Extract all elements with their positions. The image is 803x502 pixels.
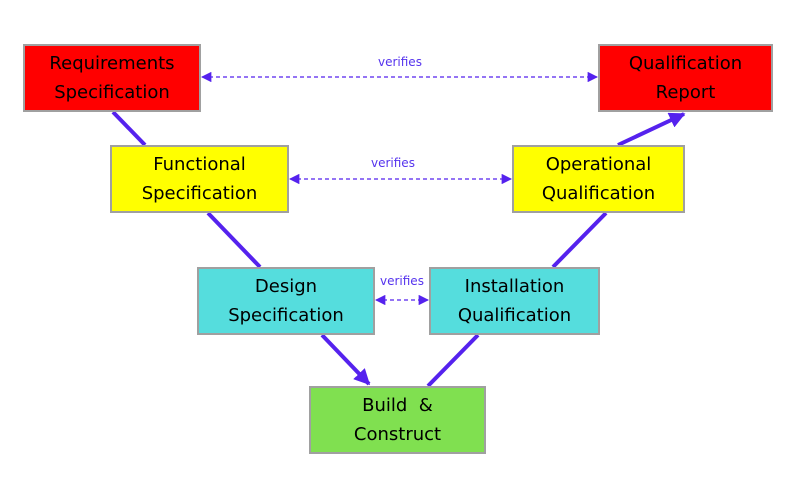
node-label-line: Requirements [49, 53, 175, 74]
node-label-line: Qualification [628, 53, 743, 74]
flow-connector-functional-specification-to-design-specification [206, 211, 262, 269]
node-build-construct: Build & Construct [309, 386, 486, 454]
flow-connector-build-construct-to-installation-qualification [426, 333, 480, 388]
verifies-label: verifies [380, 274, 424, 288]
node-label-line: Report [655, 82, 716, 103]
verifies-label: verifies [371, 156, 415, 170]
node-label-line: Specification [141, 183, 258, 204]
node-label-line: Installation [464, 276, 565, 297]
flow-connector-operational-qualification-to-qualification-report [617, 112, 686, 147]
node-label-line: Specification [54, 82, 170, 103]
flow-connector-requirements-specification-to-functional-specification [111, 110, 147, 147]
node-label-line: Operational [545, 154, 652, 175]
verifies-label: verifies [378, 55, 422, 69]
node-label-line: Construct [353, 424, 442, 445]
node-label-line: Qualification [457, 305, 572, 326]
node-label-line: Qualification [541, 183, 656, 204]
node-label-line: Build & [362, 395, 433, 416]
flow-connector-installation-qualification-to-operational-qualification [551, 211, 608, 269]
flow-connector-design-specification-to-build-construct [320, 333, 371, 386]
node-label-line: Functional [153, 154, 246, 175]
node-label-line: Design [254, 276, 318, 297]
node-label-line: Specification [228, 305, 344, 326]
